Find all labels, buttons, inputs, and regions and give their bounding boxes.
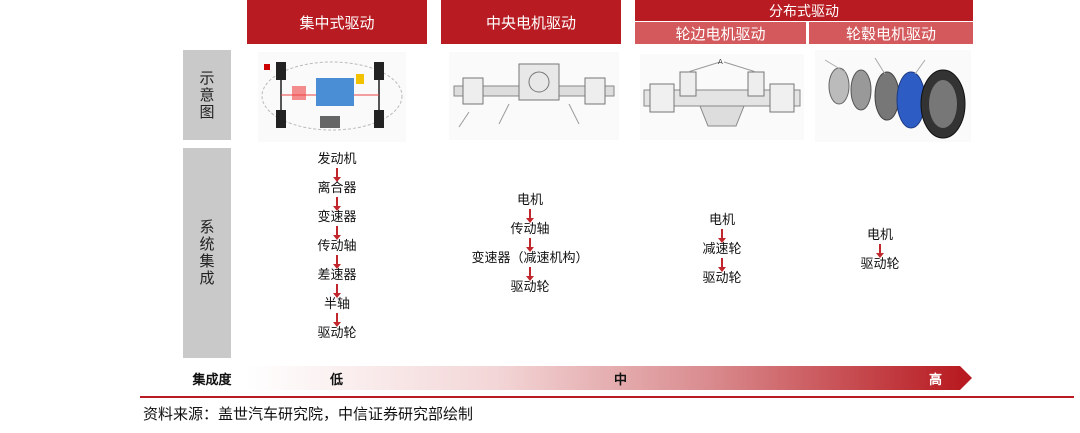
header-hub-motor: 轮毂电机驱动 (809, 22, 973, 44)
header-centralized: 集中式驱动 (247, 0, 427, 44)
wheel-side-flow: 电机减速轮驱动轮 (682, 213, 762, 287)
integration-label-text: 集成度 (192, 372, 232, 388)
wheel-side-sketch: A (643, 58, 801, 127)
flow-arrow (526, 238, 534, 252)
centralized-flow: 发动机离合器变速器传动轴差速器半轴驱动轮 (297, 152, 377, 342)
flow-arrow (333, 168, 341, 182)
flow-arrow (333, 255, 341, 269)
hub-motor-flow: 电机驱动轮 (840, 228, 920, 273)
flow-step: 传动轴 (317, 239, 357, 254)
hub-motor-drive-diagram (815, 50, 971, 142)
flow-step: 电机 (708, 213, 735, 228)
flow-step: 半轴 (323, 297, 350, 312)
flow-arrow (876, 244, 884, 258)
flow-arrow (333, 284, 341, 298)
flow-step: 电机 (516, 193, 543, 208)
header-hub-motor-label: 轮毂电机驱动 (845, 24, 936, 43)
integration-low: 低 (330, 373, 344, 388)
flow-step: 变速器 (317, 210, 357, 225)
source-divider (140, 396, 1074, 398)
flow-step: 发动机 (317, 152, 357, 167)
flow-step: 电机 (866, 228, 893, 243)
integration-arrow-tip (960, 366, 972, 390)
flow-arrow (526, 267, 534, 281)
wheel-side-part-letter: A (718, 58, 723, 66)
flow-arrow (718, 258, 726, 272)
header-wheel-side: 轮边电机驱动 (635, 22, 806, 44)
wheel-side-drive-diagram: A (640, 54, 804, 140)
integration-label: 集成度 (183, 366, 241, 390)
row-label-system: 系统集成 (183, 148, 231, 358)
flow-step: 驱动轮 (317, 326, 357, 341)
flow-arrow (526, 209, 534, 223)
row-label-system-text: 系统集成 (197, 219, 216, 287)
flow-arrow (333, 197, 341, 211)
flow-arrow (333, 313, 341, 327)
flow-step: 离合器 (317, 181, 357, 196)
header-centralized-label: 集中式驱动 (299, 13, 375, 32)
row-label-diagram: 示意图 (183, 50, 231, 140)
flow-arrow (333, 226, 341, 240)
flow-step: 差速器 (317, 268, 357, 283)
row-label-diagram-text: 示意图 (197, 69, 216, 121)
header-central-motor: 中央电机驱动 (441, 0, 621, 44)
header-central-motor-label: 中央电机驱动 (485, 13, 576, 32)
central-motor-flow: 电机传动轴变速器（减速机构） 驱动轮 (450, 193, 610, 296)
hub-motor-sketch (824, 57, 966, 139)
source-note: 资料来源：盖世汽车研究院，中信证券研究部绘制 (143, 405, 474, 423)
integration-gradient-bar (246, 366, 960, 390)
centralized-drive-sketch (261, 61, 403, 131)
flow-step: 驱动轮 (702, 271, 742, 286)
flow-step: 驱动轮 (510, 280, 550, 295)
flow-step: 传动轴 (510, 222, 550, 237)
flow-step: 减速轮 (702, 242, 742, 257)
integration-high: 高 (929, 373, 943, 388)
header-distributed-label: 分布式驱动 (769, 3, 839, 20)
flow-step: 驱动轮 (860, 257, 900, 272)
central-motor-drive-diagram (449, 52, 619, 140)
flow-arrow (718, 229, 726, 243)
centralized-drive-diagram (258, 52, 406, 142)
flow-step: 变速器（减速机构） (471, 251, 589, 266)
central-motor-sketch (453, 63, 615, 128)
header-distributed: 分布式驱动 (635, 0, 973, 21)
integration-mid: 中 (614, 373, 628, 388)
header-wheel-side-label: 轮边电机驱动 (675, 24, 766, 43)
